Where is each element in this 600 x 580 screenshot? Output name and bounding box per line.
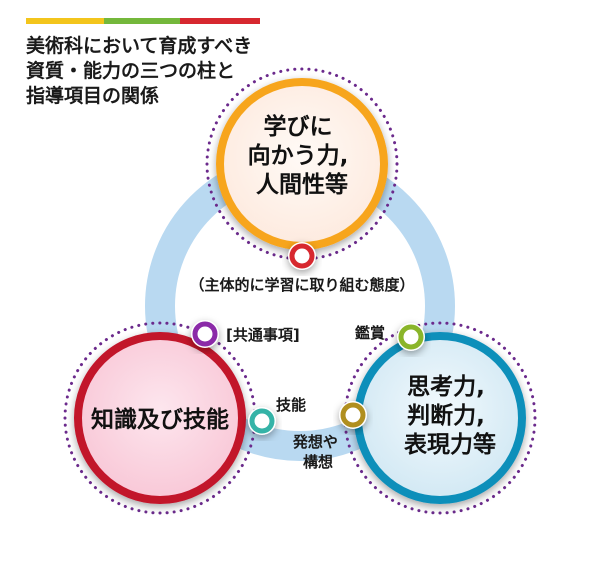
hasso-line-2: 構想 xyxy=(303,453,333,471)
top-pillar-line-1: 学びに xyxy=(263,113,332,140)
right-pillar-line-3: 表現力等 xyxy=(404,431,496,458)
header-bar-yellow xyxy=(26,18,104,24)
header-bar-green xyxy=(104,18,180,24)
right-pillar-label: 思考力, 判断力, 表現力等 xyxy=(404,374,496,458)
top-note-label: （主体的に学習に取り組む態度） xyxy=(189,276,414,294)
common-label: [共通事項] xyxy=(226,326,300,344)
left-pillar-label: 知識及び技能 xyxy=(91,406,229,433)
title-line-1: 美術科において育成すべき xyxy=(26,34,252,57)
title-line-2: 資質・能力の三つの柱と xyxy=(26,59,235,82)
hasso-node xyxy=(339,401,367,429)
diagram-title: 美術科において育成すべき 資質・能力の三つの柱と 指導項目の関係 xyxy=(26,34,259,107)
right-pillar-line-1: 思考力, xyxy=(407,374,485,400)
hasso-label: 発想や 構想 xyxy=(292,433,343,471)
top-node xyxy=(288,242,316,270)
kansho-node xyxy=(397,323,425,351)
top-pillar-line-2: 向かう力, xyxy=(248,142,349,169)
top-pillar-line-3: 人間性等 xyxy=(256,171,348,198)
top-pillar-label: 学びに 向かう力, 人間性等 xyxy=(248,113,357,198)
header-bar-red xyxy=(180,18,260,24)
left-pillar-circle xyxy=(74,332,246,504)
common-node xyxy=(191,320,219,348)
hasso-line-1: 発想や xyxy=(292,433,338,451)
title-line-3: 指導項目の関係 xyxy=(26,84,159,107)
kansho-label: 鑑賞 xyxy=(355,324,385,342)
right-pillar-line-2: 判断力, xyxy=(407,402,485,429)
gino-label: 技能 xyxy=(276,396,306,414)
gino-node xyxy=(248,407,276,435)
left-pillar-line-1: 知識及び技能 xyxy=(91,406,229,433)
